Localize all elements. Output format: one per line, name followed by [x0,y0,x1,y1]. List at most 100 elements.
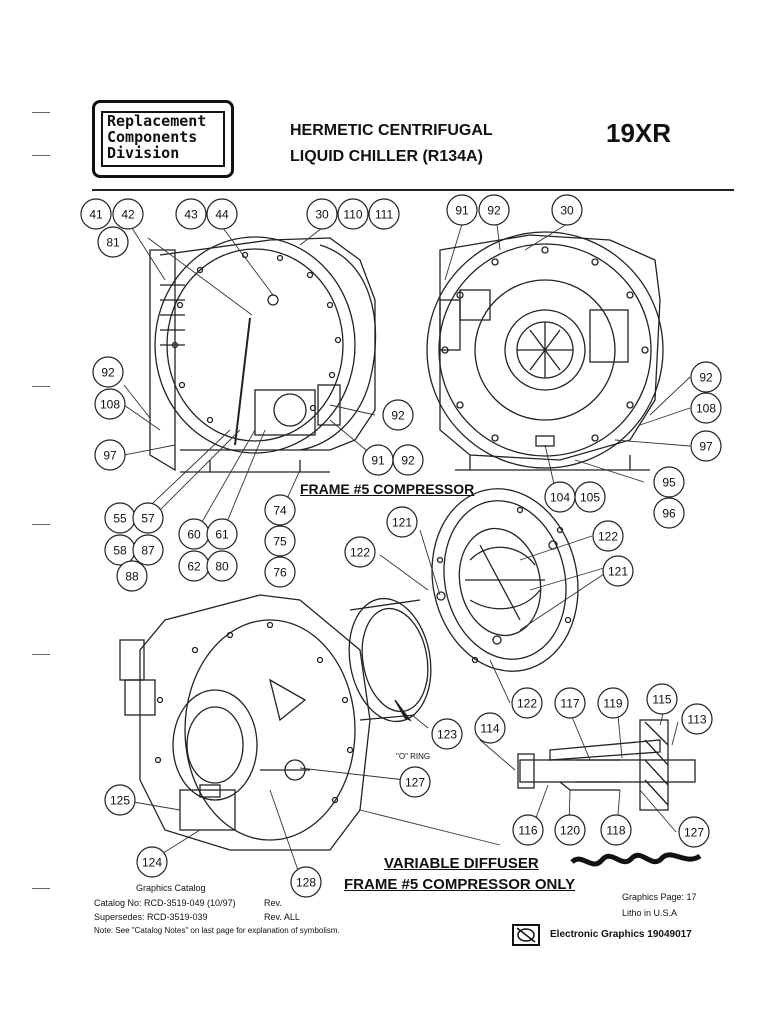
callout-number: 97 [103,449,117,463]
margin-mark [32,888,50,889]
part-callout-113: 113 [681,703,713,735]
part-callout-61: 61 [206,518,238,550]
part-callout-92: 92 [92,356,124,388]
callout-number: 119 [603,697,622,711]
part-callout-74: 74 [264,494,296,526]
part-callout-92: 92 [478,194,510,226]
part-callout-57: 57 [132,502,164,534]
callout-number: 128 [296,876,316,890]
callout-circle [431,718,463,750]
callout-number: 122 [350,546,370,560]
o-ring-label: "O" RING [396,752,431,761]
callout-number: 127 [405,776,425,790]
part-callout-125: 125 [104,784,136,816]
part-callout-43: 43 [175,198,207,230]
callout-circle [97,226,129,258]
part-callout-60: 60 [178,518,210,550]
part-callout-92: 92 [382,399,414,431]
callout-number: 88 [125,570,139,584]
part-callout-58: 58 [104,534,136,566]
callout-number: 81 [106,236,120,250]
callout-circle [337,198,369,230]
callout-number: 92 [699,371,713,385]
callout-number: 60 [187,528,201,542]
part-callout-122: 122 [511,687,543,719]
callout-number: 108 [696,402,716,416]
part-callout-116: 116 [512,814,544,846]
callout-number: 76 [273,566,287,580]
logo-line-1: Replacement [107,112,207,130]
callout-circle [690,361,722,393]
callout-number: 62 [187,560,201,574]
o-ring-drawing [348,597,432,723]
part-callout-108: 108 [94,388,126,420]
callout-number: 87 [141,544,155,558]
title-line-2: LIQUID CHILLER (R134A) [290,148,483,165]
callout-circle [264,494,296,526]
callout-number: 92 [401,454,415,468]
callout-number: 123 [437,728,457,742]
callout-number: 92 [391,409,405,423]
callout-circle [175,198,207,230]
callout-circle [306,198,338,230]
margin-mark [32,524,50,525]
callout-circle [94,439,126,471]
catalog-note: Note: See "Catalog Notes" on last page f… [94,926,340,935]
callout-number: 91 [371,454,385,468]
callout-number: 80 [215,560,229,574]
callout-number: 114 [480,722,499,736]
callout-number: 122 [598,530,618,544]
callout-number: 61 [215,528,229,542]
graphics-catalog-title: Graphics Catalog [136,883,206,893]
callout-circle [94,388,126,420]
part-callout-120: 120 [554,814,586,846]
part-callout-80: 80 [206,550,238,582]
part-callout-42: 42 [112,198,144,230]
callout-circle [597,687,629,719]
part-callout-110: 110 [337,198,369,230]
callout-circle [511,687,543,719]
callout-circle [474,712,506,744]
logo-line-3: Division [107,144,180,162]
frame5-label: FRAME #5 COMPRESSOR [300,481,475,497]
part-callout-81: 81 [97,226,129,258]
part-callout-123: 123 [431,718,463,750]
callout-number: 115 [652,693,671,707]
callout-circle [602,555,634,587]
callout-number: 97 [699,440,713,454]
electronic-graphics-logo [512,924,540,946]
left-compressor-drawing [149,236,377,473]
litho: Litho in U.S.A [622,908,678,918]
callout-circle [136,846,168,878]
part-callout-104: 104 [544,481,576,513]
part-callout-128: 128 [290,866,322,898]
callout-circle [290,866,322,898]
callout-number: 30 [315,208,329,222]
callout-circle [446,194,478,226]
part-callout-119: 119 [597,687,629,719]
part-callout-44: 44 [206,198,238,230]
callout-circle [653,466,685,498]
part-callout-76: 76 [264,556,296,588]
title-line-1: HERMETIC CENTRIFUGAL [290,122,493,139]
supersedes: Supersedes: RCD-3519-039 [94,912,208,922]
callout-number: 105 [580,491,600,505]
rcd-logo: Replacement Components Division [92,100,234,178]
part-callout-55: 55 [104,502,136,534]
part-callout-105: 105 [574,481,606,513]
callout-number: 104 [550,491,570,505]
part-callout-114: 114 [474,712,506,744]
callout-number: 30 [560,204,574,218]
callout-circle [653,497,685,529]
part-callout-92: 92 [392,444,424,476]
callout-circle [104,784,136,816]
part-callout-88: 88 [116,560,148,592]
callout-number: 92 [101,366,115,380]
logo-inner-frame: Replacement Components Division [101,111,225,167]
callout-circle [551,194,583,226]
part-callout-75: 75 [264,525,296,557]
callout-number: 44 [215,208,229,222]
callout-circle [554,814,586,846]
part-callout-117: 117 [554,687,586,719]
